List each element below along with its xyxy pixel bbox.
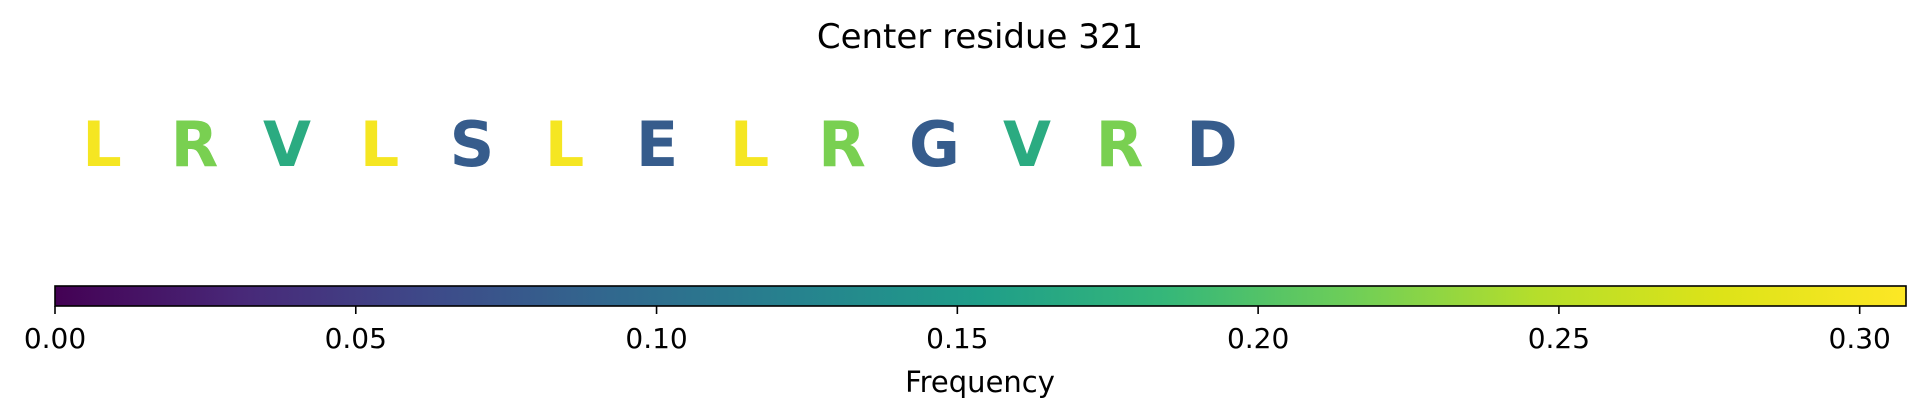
colorbar-tick-label: 0.05	[325, 322, 387, 355]
colorbar-tick-label: 0.30	[1829, 322, 1891, 355]
residue-letter: D	[1186, 108, 1237, 181]
residue-letter: L	[730, 108, 770, 181]
colorbar-tick-label: 0.20	[1227, 322, 1289, 355]
residue-letter: R	[1096, 108, 1144, 181]
colorbar-gradient	[54, 285, 1907, 307]
residue-letter: S	[450, 108, 495, 181]
residue-letter: L	[360, 108, 400, 181]
colorbar-label: Frequency	[905, 365, 1055, 399]
residue-letter: E	[636, 108, 678, 181]
colorbar-ticks: 0.00 0.05 0.10 0.15 0.20 0.25 0.30	[24, 306, 1891, 355]
residue-letter: G	[909, 108, 960, 181]
residue-letter: L	[82, 108, 122, 181]
colorbar: 0.00 0.05 0.10 0.15 0.20 0.25 0.30 Frequency	[24, 285, 1907, 399]
colorbar-tick-label: 0.15	[926, 322, 988, 355]
colorbar-tick-label: 0.25	[1528, 322, 1590, 355]
colorbar-tick-label: 0.10	[625, 322, 687, 355]
residue-letter: R	[818, 108, 866, 181]
residue-letter: V	[1003, 108, 1051, 181]
residue-letter: L	[545, 108, 585, 181]
colorbar-tick-label: 0.00	[24, 322, 86, 355]
residue-letter: V	[263, 108, 311, 181]
chart-title: Center residue 321	[817, 17, 1143, 57]
residue-letter: R	[171, 108, 219, 181]
